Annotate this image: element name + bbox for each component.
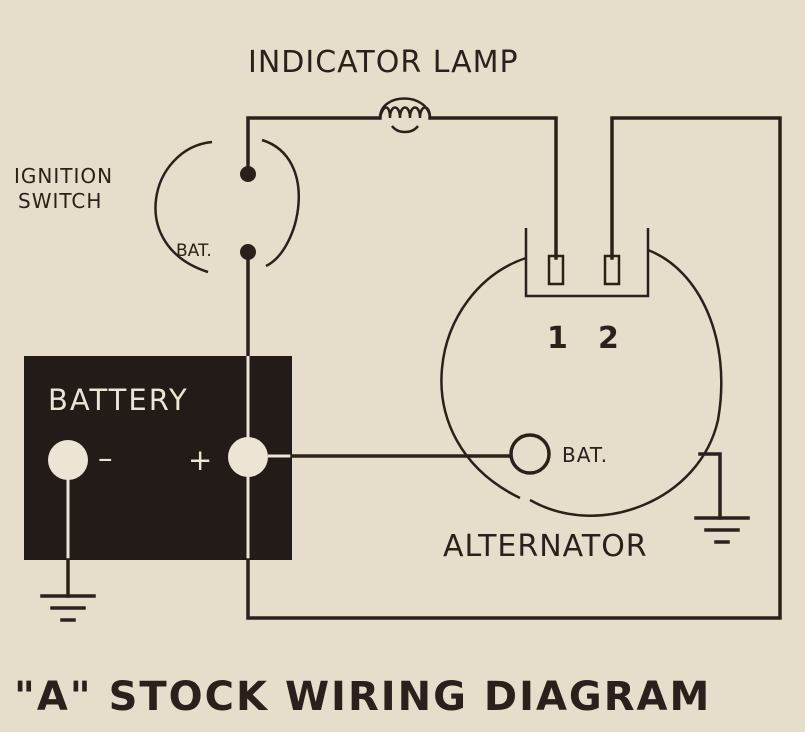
wire-alternator-ground [698, 452, 722, 520]
indicator-lamp-icon [378, 97, 432, 134]
wire-return-to-terminal-2 [246, 116, 782, 620]
ignition-switch-label: SWITCH [18, 189, 102, 213]
alternator-terminal-1-pin [547, 254, 565, 286]
battery-positive-terminal [228, 437, 268, 477]
indicator-lamp-label: INDICATOR LAMP [248, 45, 519, 80]
alternator-outline [440, 256, 527, 500]
ignition-switch-terminal [240, 166, 256, 182]
ground-icon [40, 594, 96, 622]
alternator-bat-label: BAT. [562, 443, 608, 467]
terminal-2-label: 2 [598, 321, 620, 356]
battery-minus-sign: – [98, 441, 115, 475]
alternator-terminal-2-pin [603, 254, 621, 286]
ignition-switch-outline [154, 140, 213, 274]
alternator-outline [529, 248, 723, 517]
battery-label: BATTERY [48, 383, 189, 417]
wire-lamp-to-terminal-1 [428, 116, 558, 260]
ignition-switch-outline [261, 138, 300, 268]
wire-switch-to-lamp [246, 116, 382, 174]
battery-plus-sign: + [188, 443, 214, 477]
ground-icon [694, 516, 750, 544]
ignition-switch-label: IGNITION [14, 164, 113, 188]
alternator-connector [524, 228, 650, 298]
terminal-1-label: 1 [547, 321, 569, 356]
battery-negative-terminal [48, 440, 88, 480]
alternator-bat-terminal [509, 433, 551, 475]
switch-bat-label: BAT. [176, 241, 212, 261]
alternator-label: ALTERNATOR [443, 529, 648, 564]
diagram-title: "A" STOCK WIRING DIAGRAM [14, 674, 711, 720]
